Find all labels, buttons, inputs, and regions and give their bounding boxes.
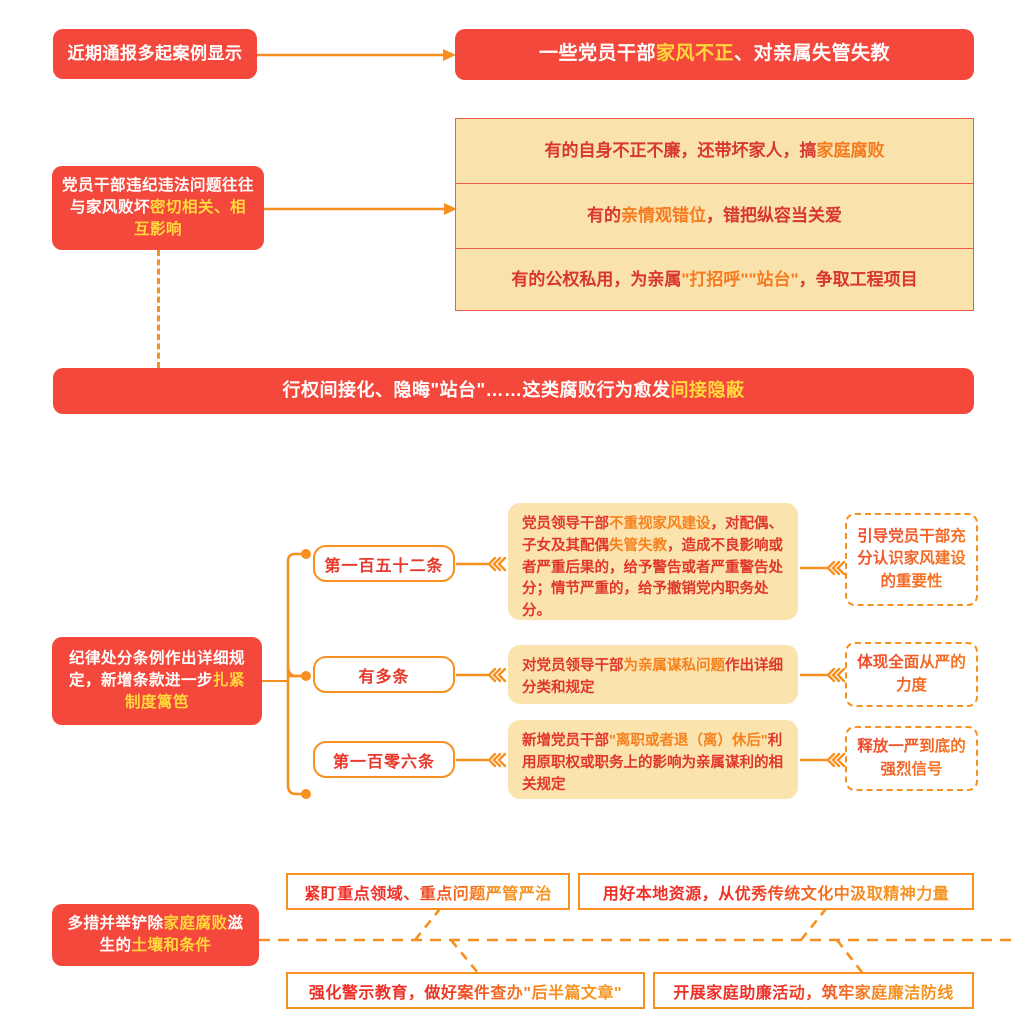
detail-part-hl: "离职或者退（离）休后" xyxy=(609,733,768,749)
clause-detail-text: 党员领导干部不重视家风建设，对配偶、子女及其配偶失管失教，造成不良影响或者严重后… xyxy=(522,516,783,619)
headline-plain-2: 、对亲属失管失教 xyxy=(734,43,891,65)
symptom-plain-2: ，错把纵容当关爱 xyxy=(706,206,842,226)
detail-part-hl: 不重视家风建设 xyxy=(609,516,711,532)
clause-pill[interactable]: 第一百五十二条 xyxy=(313,545,455,582)
source-label-text: 近期通报多起案例显示 xyxy=(67,43,243,63)
symptom-plain-2: ，争取工程项目 xyxy=(798,269,918,289)
clause-pill[interactable]: 第一百零六条 xyxy=(313,741,455,778)
regulation-label-box: 纪律处分条例作出详细规定，新增条款进一步扎紧制度篱笆 xyxy=(52,637,262,725)
cause-label-highlight: 密切相关、相互影响 xyxy=(133,199,247,238)
triple-chevron-icon xyxy=(800,667,846,683)
symptom-plain-1: 有的 xyxy=(587,206,621,226)
triple-chevron-icon xyxy=(456,752,507,768)
measures-label-text: 多措并举铲除家庭腐败滋生的土壤和条件 xyxy=(62,913,249,957)
symptom-plain-1: 有的公权私用，为亲属 xyxy=(511,269,682,289)
outcome-text: 体现全面从严的力度 xyxy=(857,654,966,694)
cause-label-box: 党员干部违纪违法问题往往与家风败坏密切相关、相互影响 xyxy=(52,166,264,250)
measures-label-box: 多措并举铲除家庭腐败滋生的土壤和条件 xyxy=(52,904,259,966)
arrow-source-to-headline xyxy=(257,49,456,61)
symptom-plain-1: 有的自身不正不廉，还带坏家人，搞 xyxy=(544,141,817,161)
measure-box[interactable]: 用好本地资源，从优秀传统文化中汲取精神力量 xyxy=(578,873,974,910)
trend-highlight: 间接隐蔽 xyxy=(670,380,745,401)
clause-detail-text: 对党员领导干部为亲属谋私问题作出详细分类和规定 xyxy=(522,658,783,696)
regulation-label-text: 纪律处分条例作出详细规定，新增条款进一步扎紧制度篱笆 xyxy=(62,648,252,714)
outcome-text: 释放一严到底的强烈信号 xyxy=(857,738,966,778)
triple-chevron-icon xyxy=(800,560,846,576)
outcome-box: 释放一严到底的强烈信号 xyxy=(845,726,978,791)
bracket-stem xyxy=(262,679,288,682)
source-label-box: 近期通报多起案例显示 xyxy=(53,29,257,79)
clause-pill-label: 有多条 xyxy=(358,668,410,686)
bullet-dot-icon xyxy=(301,671,311,681)
measure-text: 用好本地资源，从优秀传统文化中汲取精神力量 xyxy=(603,880,950,904)
symptom-highlight: 家庭腐败 xyxy=(816,141,885,161)
clause-detail-text: 新增党员干部"离职或者退（离）休后"利用原职权或职务上的影响为亲属谋利的相关规定 xyxy=(522,733,783,793)
detail-part: 作出详细分类和规定 xyxy=(522,658,783,696)
detail-part-hl: 失管失教 xyxy=(609,537,667,554)
headline-text: 一些党员干部家风不正、对亲属失管失教 xyxy=(539,41,890,68)
detail-part: ，对配偶、子女及其配偶 xyxy=(522,516,783,554)
cause-label-text: 党员干部违纪违法问题往往与家风败坏密切相关、相互影响 xyxy=(62,175,254,241)
outcome-box: 引导党员干部充分认识家风建设的重要性 xyxy=(845,513,978,606)
dashed-connector-cause-to-banner xyxy=(157,250,160,368)
regulation-label-highlight: 扎紧制度篱笆 xyxy=(124,672,246,711)
trend-banner-text: 行权间接化、隐晦"站台"……这类腐败行为愈发间接隐蔽 xyxy=(282,378,744,404)
trend-plain: 行权间接化、隐晦"站台"……这类腐败行为愈发 xyxy=(282,380,671,401)
symptom-highlight: 亲情观错位 xyxy=(621,206,706,226)
measures-label-highlight-1: 家庭腐败 xyxy=(163,915,228,932)
regulation-label-plain: 纪律处分条例作出详细规定，新增条款进一步 xyxy=(68,650,245,689)
measure-box[interactable]: 紧盯重点领域、重点问题严管严治 xyxy=(286,873,570,910)
symptom-row: 有的自身不正不廉，还带坏家人，搞家庭腐败 xyxy=(455,118,974,184)
measures-connector xyxy=(259,899,1013,985)
clause-detail-box: 党员领导干部不重视家风建设，对配偶、子女及其配偶失管失教，造成不良影响或者严重后… xyxy=(508,503,798,620)
detail-part: ，造成不良影响或者严重后果的，给予警告或者严重警告处分；情节严重的，给予撤销党内… xyxy=(522,537,783,619)
measures-label-highlight-2: 土壤和条件 xyxy=(131,937,212,954)
headline-banner: 一些党员干部家风不正、对亲属失管失教 xyxy=(455,29,974,80)
measure-box[interactable]: 开展家庭助廉活动，筑牢家庭廉洁防线 xyxy=(653,972,974,1009)
measure-box[interactable]: 强化警示教育，做好案件查办"后半篇文章" xyxy=(286,972,645,1009)
symptom-row-text: 有的公权私用，为亲属"打招呼""站台"，争取工程项目 xyxy=(511,268,917,292)
measure-text: 紧盯重点领域、重点问题严管严治 xyxy=(304,880,552,904)
measures-label-plain-1: 多措并举铲除 xyxy=(67,915,164,932)
cause-label-plain: 党员干部违纪违法问题往往与家风败坏 xyxy=(62,177,255,216)
headline-highlight: 家风不正 xyxy=(655,43,734,65)
symptom-row-text: 有的亲情观错位，错把纵容当关爱 xyxy=(587,204,842,228)
detail-part: 新增党员干部 xyxy=(522,733,609,749)
clause-detail-box: 对党员领导干部为亲属谋私问题作出详细分类和规定 xyxy=(508,645,798,704)
triple-chevron-icon xyxy=(800,752,846,768)
triple-chevron-icon xyxy=(456,667,507,683)
headline-plain-1: 一些党员干部 xyxy=(538,43,656,65)
outcome-text: 引导党员干部充分认识家风建设的重要性 xyxy=(857,527,966,590)
symptom-row-text: 有的自身不正不廉，还带坏家人，搞家庭腐败 xyxy=(545,139,885,163)
measure-text: 强化警示教育，做好案件查办"后半篇文章" xyxy=(309,979,622,1003)
detail-part: 对党员领导干部 xyxy=(522,658,624,674)
bullet-dot-icon xyxy=(301,549,311,559)
symptom-row: 有的公权私用，为亲属"打招呼""站台"，争取工程项目 xyxy=(455,249,974,311)
detail-part: 利用原职权或职务上的影响为亲属谋利的相关规定 xyxy=(522,733,783,793)
detail-part-hl: 为亲属谋私问题 xyxy=(623,658,726,674)
arrow-cause-to-rows xyxy=(264,203,457,215)
trend-banner: 行权间接化、隐晦"站台"……这类腐败行为愈发间接隐蔽 xyxy=(53,368,974,414)
outcome-box: 体现全面从严的力度 xyxy=(845,642,978,707)
measures-label-plain-2: 滋生的 xyxy=(99,915,244,954)
detail-part: 党员领导干部 xyxy=(522,516,609,532)
bracket-connector xyxy=(286,549,311,799)
clause-pill[interactable]: 有多条 xyxy=(313,656,455,693)
symptom-highlight: "打招呼""站台" xyxy=(681,269,799,289)
clause-detail-box: 新增党员干部"离职或者退（离）休后"利用原职权或职务上的影响为亲属谋利的相关规定 xyxy=(508,720,798,799)
clause-pill-label: 第一百零六条 xyxy=(332,753,435,771)
symptom-row: 有的亲情观错位，错把纵容当关爱 xyxy=(455,184,974,249)
bullet-dot-icon xyxy=(301,789,311,799)
triple-chevron-icon xyxy=(456,556,507,572)
measure-text: 开展家庭助廉活动，筑牢家庭廉洁防线 xyxy=(673,979,954,1003)
clause-pill-label: 第一百五十二条 xyxy=(324,557,444,575)
